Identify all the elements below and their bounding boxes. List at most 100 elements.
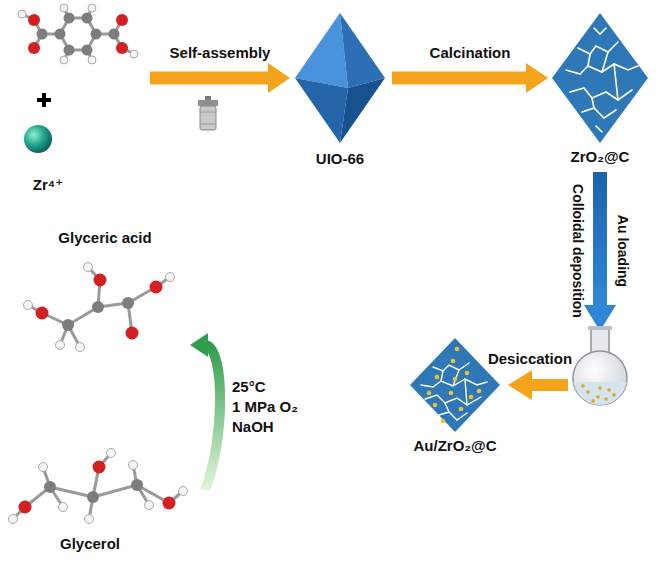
process-label: 1 MPa O₂ xyxy=(232,398,298,416)
glycerol-molecule-part-part xyxy=(179,487,188,496)
terephthalic-acid-molecule-part-part xyxy=(109,29,120,40)
uio66-octahedron-part xyxy=(340,13,385,88)
uio66-octahedron-part xyxy=(340,78,385,143)
terephthalic-acid-molecule-part-part xyxy=(88,56,96,64)
terephthalic-acid-molecule-part-part xyxy=(82,13,93,24)
zro2-c-particle-part-part xyxy=(578,42,618,54)
terephthalic-acid-molecule-part-part xyxy=(28,42,40,54)
glycerol-molecule-part xyxy=(9,449,188,524)
au-zro2-c-particle-part-part xyxy=(453,377,458,382)
uio66-node: UIO-66 xyxy=(290,8,390,178)
zro2-c-particle-part-part xyxy=(596,126,602,132)
au-zro2-c-particle-part-part xyxy=(455,347,460,352)
glyceric-acid-molecule-part-part xyxy=(76,343,85,352)
node-label: Glyceric acid xyxy=(58,229,151,247)
process-label: NaOH xyxy=(232,418,274,436)
process-label: Colloidal deposition xyxy=(569,184,587,318)
glycerol-molecule-part-part xyxy=(19,501,32,514)
au-zro2-c-particle xyxy=(410,338,500,432)
au-zro2-c-particle-part-part xyxy=(441,371,443,381)
uio66-octahedron-part xyxy=(295,78,348,143)
glycerol-molecule-part-part xyxy=(9,515,18,524)
terephthalic-acid-molecule xyxy=(18,4,138,64)
glyceric-acid-molecule-part-part xyxy=(62,319,74,331)
au-zro2-c-particle-part-part xyxy=(459,407,464,412)
terephthalic-acid-molecule-part-part xyxy=(60,4,68,12)
terephthalic-acid-molecule-part-part xyxy=(60,56,68,64)
terephthalic-acid-molecule-part-part xyxy=(88,4,96,12)
glyceric-acid-molecule-part-part xyxy=(126,327,139,340)
glyceric-acid-molecule-part-part xyxy=(122,297,134,309)
au-zro2-c-particle-part-part xyxy=(441,419,446,424)
node-label: ZrO₂@C xyxy=(571,148,630,166)
arrow-head xyxy=(190,333,208,357)
node-label: UIO-66 xyxy=(316,150,364,168)
glyceric-acid-molecule-part-part xyxy=(24,301,33,310)
glyceric-acid-molecule-part-part xyxy=(56,341,65,350)
zro2-c-particle-part xyxy=(552,13,648,143)
round-bottom-flask-part xyxy=(591,328,609,354)
round-bottom-flask-part-part xyxy=(570,382,630,412)
zro2-c-particle-part-part xyxy=(602,52,608,72)
glyceric-acid-molecule xyxy=(24,263,175,352)
edge-label: Self-assembly xyxy=(170,44,271,62)
arrow-shaft xyxy=(392,72,526,85)
edge-label: Calcination xyxy=(430,44,511,62)
arrow-shaft xyxy=(150,72,268,85)
glyceric-acid-molecule-part-part xyxy=(166,273,175,282)
glyceric-acid-molecule-part-part xyxy=(84,263,93,272)
zr-precursor-group: Zr⁴⁺ xyxy=(8,4,148,200)
au-zro2-c-particle-part-part xyxy=(451,359,456,364)
au-zro2-c-particle-part-part xyxy=(477,389,482,394)
glyceric-acid-molecule-part xyxy=(36,274,163,340)
glycerol-molecule-part xyxy=(50,487,93,497)
au-zro2-c-particle-part-part xyxy=(449,391,454,396)
terephthalic-acid-molecule-part-part xyxy=(18,10,26,18)
round-bottom-flask-part xyxy=(588,326,612,330)
au-loading-arrow-part xyxy=(584,305,616,331)
process-arrow xyxy=(190,333,220,490)
process-label: Desiccation xyxy=(488,350,572,368)
desiccation-arrow xyxy=(508,370,568,400)
glycerol-molecule-part xyxy=(19,461,176,514)
round-bottom-flask-part-part xyxy=(581,384,585,388)
desiccation-arrow-part xyxy=(508,370,532,400)
glycerol-molecule-part-part xyxy=(87,491,99,503)
glycerol-molecule-part-part xyxy=(145,501,154,510)
terephthalic-acid-molecule-part-part xyxy=(116,14,128,26)
glyceric-acid-molecule-part-part xyxy=(36,307,49,320)
zr-ion-sphere xyxy=(24,125,52,153)
glycerol-molecule-part-part xyxy=(93,461,106,474)
uio66-octahedron-part xyxy=(295,13,348,88)
glycerol-molecule-part-part xyxy=(59,503,68,512)
au-loading-arrow-part xyxy=(593,172,607,306)
node-label: Zr⁴⁺ xyxy=(33,176,63,194)
zro2-c-particle-part-part xyxy=(594,28,606,34)
glycerol-molecule-part-part xyxy=(44,481,56,493)
zro2-c-particle-part-part xyxy=(588,54,590,66)
zro2-c-particle-part xyxy=(566,28,638,132)
autoclave-icon xyxy=(198,96,218,130)
node-label: Au/ZrO₂@C xyxy=(414,437,497,455)
au-zro2-c-particle-part-part xyxy=(465,371,470,376)
terephthalic-acid-molecule-part-part xyxy=(91,29,102,40)
glycerol-molecule-part-part xyxy=(163,497,176,510)
terephthalic-acid-molecule-part-part xyxy=(64,45,75,56)
au-zro2-c-particle-part-part xyxy=(465,379,467,405)
desiccation-arrow-part xyxy=(530,379,568,391)
round-bottom-flask-part-part xyxy=(607,388,611,392)
au-zro2-c-particle-part-part xyxy=(435,375,440,380)
terephthalic-acid-molecule-part-part xyxy=(130,50,138,58)
glycerol-molecule-part xyxy=(44,479,143,503)
terephthalic-acid-molecule-part-part xyxy=(64,13,75,24)
round-bottom-flask xyxy=(570,326,630,412)
round-bottom-flask-part-part xyxy=(598,386,602,390)
terephthalic-acid-molecule-part xyxy=(37,13,120,56)
round-bottom-flask-part-part xyxy=(612,393,616,397)
au-zro2-c-particle-part-part xyxy=(445,403,449,412)
terephthalic-acid-molecule-part-part xyxy=(55,29,66,40)
autoclave-icon-part xyxy=(200,112,216,113)
zro2-c-particle-part-part xyxy=(592,98,594,108)
